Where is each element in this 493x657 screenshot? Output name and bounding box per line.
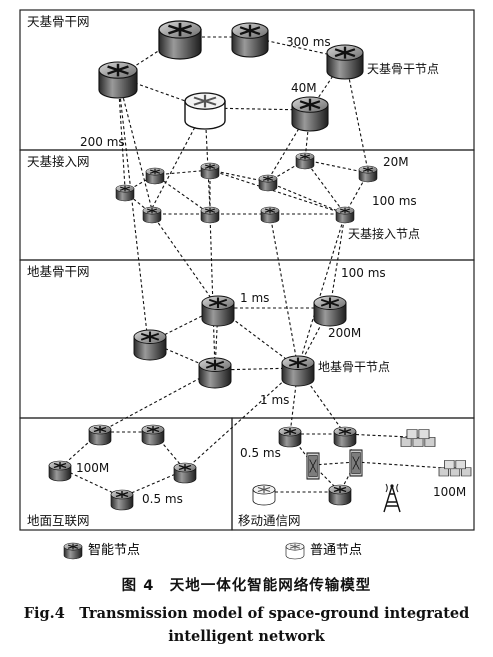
figure-caption-en-continued: intelligent network xyxy=(168,628,325,645)
section-title-mobile: 移动通信网 xyxy=(238,513,301,528)
server-icon xyxy=(349,449,363,477)
label-latency: 100 ms xyxy=(372,194,417,208)
legend-normal-node-label: 普通节点 xyxy=(310,543,362,558)
antenna-tower-icon xyxy=(383,483,401,513)
smart-node-icon xyxy=(328,484,352,506)
smart-node-icon xyxy=(295,152,315,170)
label-space-access-node: 天基接入节点 xyxy=(348,226,420,241)
smart-node-icon xyxy=(48,460,72,482)
label-bandwidth: 40M xyxy=(291,81,317,95)
smart-node-icon xyxy=(97,60,139,100)
label-bandwidth: 20M xyxy=(383,155,409,169)
normal-node-icon xyxy=(252,484,276,506)
ground-backbone-nodes xyxy=(132,294,348,390)
smart-node-icon xyxy=(312,294,348,328)
normal-node-icon xyxy=(285,542,305,560)
label-bandwidth: 100M xyxy=(76,461,109,475)
smart-node-icon xyxy=(141,424,165,446)
smart-node-icon xyxy=(200,162,220,180)
legend: 智能节点 普通节点 xyxy=(63,542,362,560)
label-latency: 0.5 ms xyxy=(142,492,183,506)
smart-node-icon xyxy=(325,43,365,81)
figure-caption-en: Fig.4 Transmission model of space-ground… xyxy=(23,605,470,622)
computer-cluster-icon xyxy=(400,429,436,447)
smart-node-icon xyxy=(145,167,165,185)
label-latency: 0.5 ms xyxy=(240,446,281,460)
label-latency: 300 ms xyxy=(286,35,331,49)
normal-node-icon xyxy=(183,91,227,131)
label-ground-backbone-node: 地基骨干节点 xyxy=(318,360,390,374)
label-latency: 1 ms xyxy=(240,291,269,305)
smart-node-icon xyxy=(200,294,236,328)
label-bandwidth: 100M xyxy=(433,485,466,499)
smart-node-icon xyxy=(142,206,162,224)
smart-node-icon xyxy=(115,184,135,202)
network-diagram: 天基骨干网 天基接入网 地基骨干网 地面互联网 移动通信网 天基骨干节点 300… xyxy=(19,9,475,560)
smart-node-icon xyxy=(197,356,233,390)
smart-node-icon xyxy=(358,165,378,183)
computer-cluster-icon xyxy=(438,459,472,477)
smart-node-icon xyxy=(278,426,302,448)
smart-node-icon xyxy=(200,206,220,224)
section-title-ground-internet: 地面互联网 xyxy=(27,513,90,528)
mobile-network-nodes xyxy=(252,426,472,513)
section-title-space-backbone: 天基骨干网 xyxy=(27,14,90,29)
label-bandwidth: 200M xyxy=(328,326,361,340)
section-title-space-access: 天基接入网 xyxy=(27,154,90,169)
smart-node-icon xyxy=(258,174,278,192)
smart-node-icon xyxy=(63,542,83,560)
section-title-ground-backbone: 地基骨干网 xyxy=(27,264,90,279)
smart-node-icon xyxy=(333,426,357,448)
smart-node-icon xyxy=(290,95,330,133)
smart-node-icon xyxy=(157,19,203,61)
section-frames xyxy=(19,9,475,531)
label-latency: 200 ms xyxy=(80,135,125,149)
smart-node-icon xyxy=(88,424,112,446)
smart-node-icon xyxy=(173,462,197,484)
smart-node-icon xyxy=(230,21,270,59)
network-links xyxy=(59,36,446,498)
smart-node-icon xyxy=(280,354,316,388)
server-icon xyxy=(306,452,320,480)
smart-node-icon xyxy=(335,206,355,224)
smart-node-icon xyxy=(260,206,280,224)
label-latency: 100 ms xyxy=(341,266,386,280)
figure-caption-cn: 图 4 天地一体化智能网络传输模型 xyxy=(121,578,372,594)
legend-smart-node-label: 智能节点 xyxy=(88,543,140,558)
label-latency: 1 ms xyxy=(260,393,289,407)
space-access-nodes xyxy=(115,152,378,224)
smart-node-icon xyxy=(132,328,168,362)
smart-node-icon xyxy=(110,489,134,511)
label-space-backbone-node: 天基骨干节点 xyxy=(367,62,439,76)
